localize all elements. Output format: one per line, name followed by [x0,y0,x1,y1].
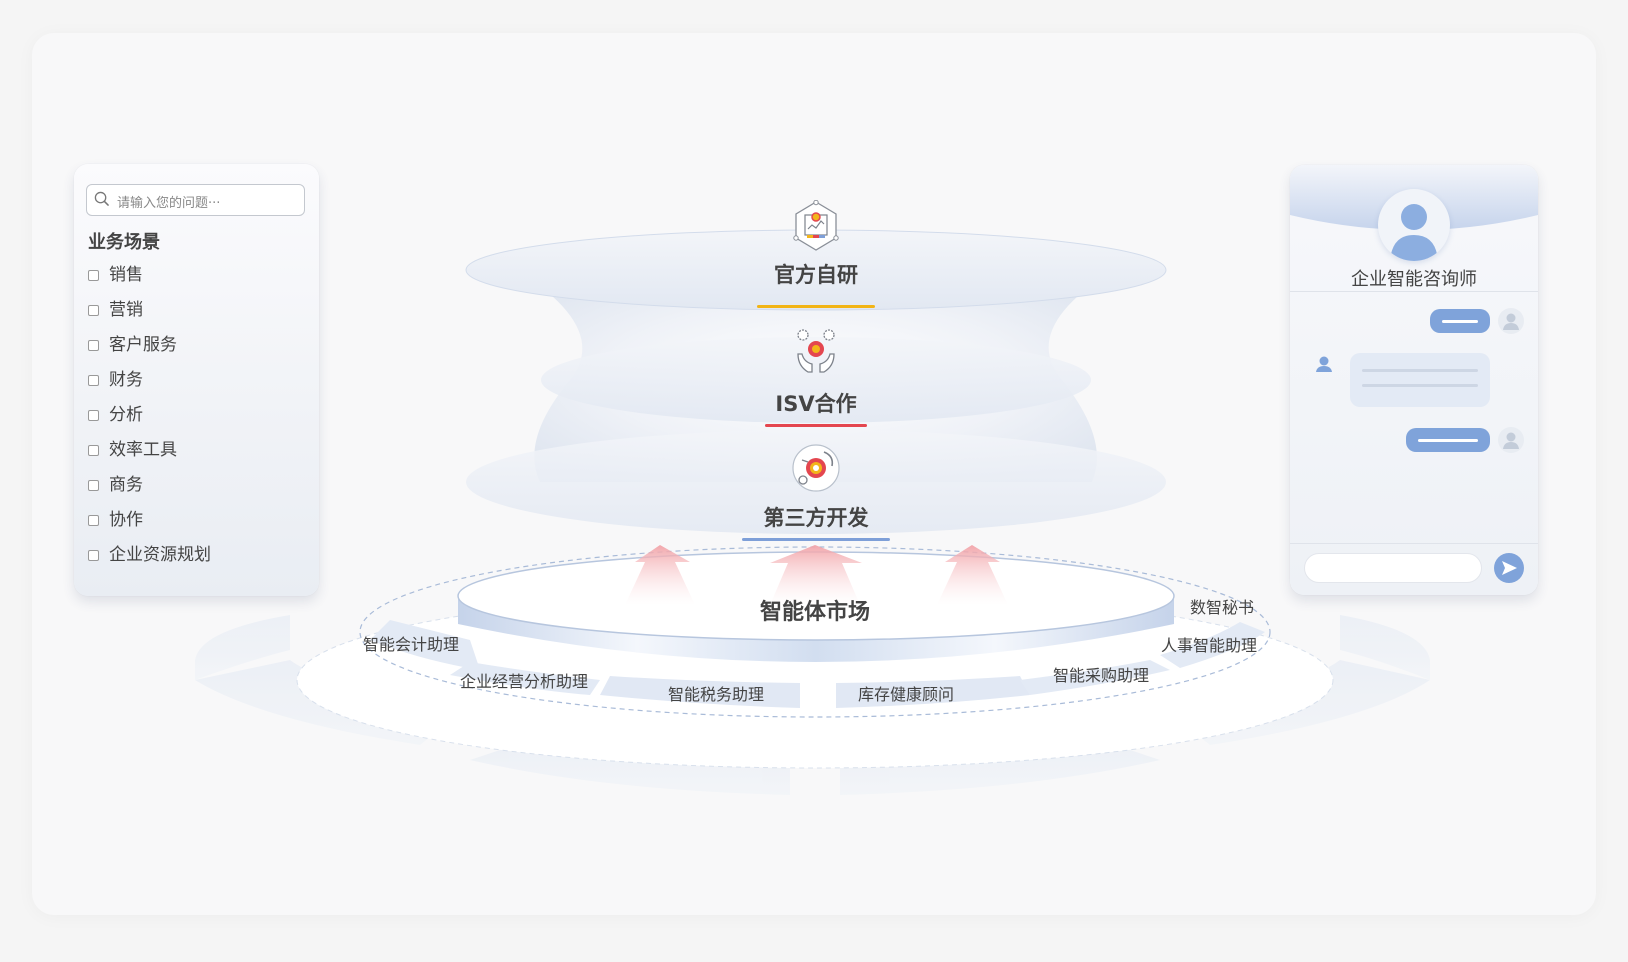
category-label: 商务 [109,475,143,495]
business-scenario-panel: 请输入您的问题··· 业务场景 销售 营销 客户服务 财务 分析 效率工具 商务… [74,164,319,596]
category-label: 销售 [109,265,143,285]
search-icon [94,191,109,206]
category-item[interactable]: 财务 [88,369,211,404]
category-label: 客户服务 [109,335,177,355]
consultant-avatar [1378,189,1450,261]
consultant-chat-panel: 企业智能咨询师 [1290,165,1538,595]
divider [1290,291,1538,292]
isv-partnership-icon [790,326,842,378]
user-message-bubble [1406,428,1490,452]
tier-label-isv: ISV合作 [775,392,857,416]
agent-market-title: 智能体市场 [759,600,870,625]
category-item[interactable]: 协作 [88,509,211,544]
tier-label-official: 官方自研 [774,263,858,287]
official-research-icon [790,199,842,252]
category-label: 协作 [109,510,143,530]
category-item[interactable]: 分析 [88,404,211,439]
assistant-inventory[interactable]: 库存健康顾问 [858,685,955,704]
search-placeholder: 请输入您的问题··· [117,196,221,211]
inner-ring-sectors [370,620,1265,708]
tier-underline-third-party [742,538,890,541]
assistant-secretary[interactable]: 数智秘书 [1190,598,1255,617]
tier-underline-official [757,305,875,308]
chat-input[interactable] [1304,553,1482,583]
checkbox[interactable] [88,550,99,561]
tier-label-third-party: 第三方开发 [763,506,869,530]
checkbox[interactable] [88,445,99,456]
checkbox[interactable] [88,480,99,491]
checkbox[interactable] [88,340,99,351]
assistant-procurement[interactable]: 智能采购助理 [1053,666,1150,685]
category-label: 企业资源规划 [109,545,211,565]
category-item[interactable]: 商务 [88,474,211,509]
assistant-tax[interactable]: 智能税务助理 [668,685,765,704]
send-icon [1502,561,1517,575]
category-label: 效率工具 [109,440,177,460]
checkbox[interactable] [88,515,99,526]
search-input[interactable]: 请输入您的问题··· [86,184,305,216]
user-avatar-icon [1498,308,1524,334]
third-party-dev-icon [790,442,842,494]
category-label: 分析 [109,405,143,425]
category-item[interactable]: 营销 [88,299,211,334]
category-item[interactable]: 客户服务 [88,334,211,369]
send-button[interactable] [1493,552,1525,584]
bot-avatar-icon [1316,356,1332,372]
consultant-title: 企业智能咨询师 [1351,269,1477,290]
category-label: 营销 [109,300,143,320]
assistant-accounting[interactable]: 智能会计助理 [363,635,460,654]
section-title: 业务场景 [88,232,160,253]
category-label: 财务 [109,370,143,390]
bot-message-bubble [1350,353,1490,407]
divider [1290,543,1538,544]
upward-arrows [625,545,1008,605]
assistant-hr[interactable]: 人事智能助理 [1161,636,1258,655]
category-item[interactable]: 效率工具 [88,439,211,474]
category-item[interactable]: 销售 [88,264,211,299]
checkbox[interactable] [88,270,99,281]
checkbox[interactable] [88,410,99,421]
checkbox[interactable] [88,305,99,316]
assistant-operations[interactable]: 企业经营分析助理 [460,672,589,691]
category-list: 销售 营销 客户服务 财务 分析 效率工具 商务 协作 企业资源规划 [88,264,211,579]
user-avatar-icon [1498,427,1524,453]
checkbox[interactable] [88,375,99,386]
category-item[interactable]: 企业资源规划 [88,544,211,579]
tier-underline-isv [765,424,867,427]
user-message-bubble [1430,309,1490,333]
